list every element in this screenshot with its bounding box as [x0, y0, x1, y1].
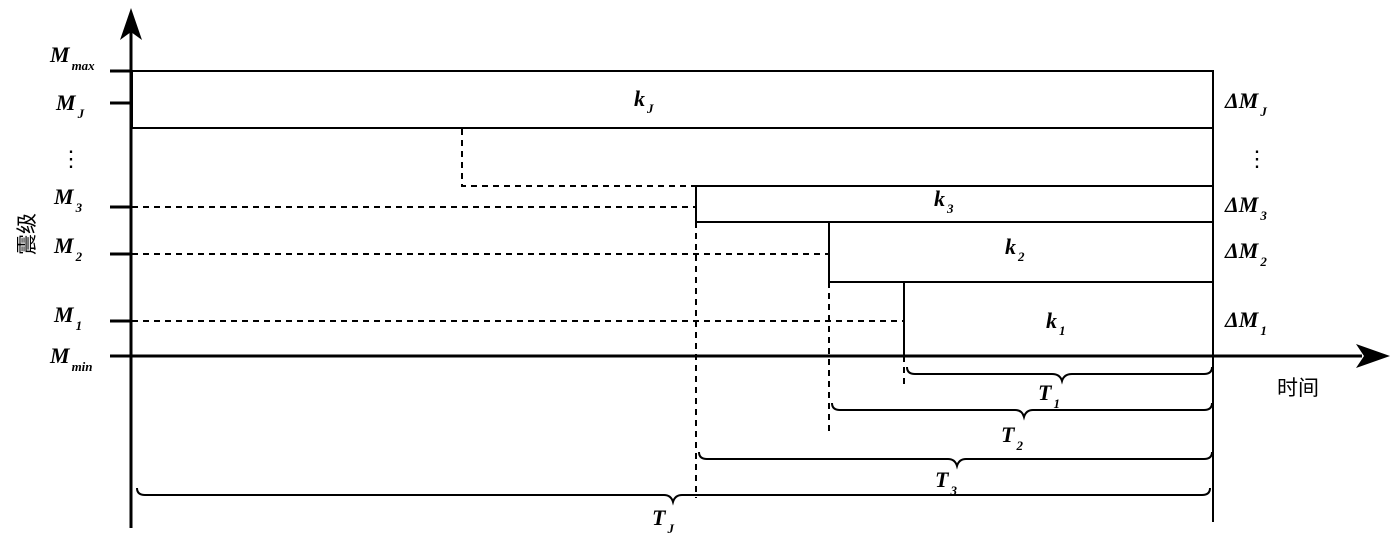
brace-tj [136, 487, 1211, 506]
brace-t2 [831, 402, 1213, 421]
brace-t3 [698, 451, 1213, 470]
dashed-guides [132, 129, 905, 498]
box-k3 [695, 185, 1214, 223]
y-label-ellipsis: ⋮ [60, 146, 82, 171]
box-kj [131, 70, 1214, 129]
period-braces [136, 366, 1213, 506]
y-axis-title: 震级 [15, 213, 39, 255]
box-k1 [903, 281, 1214, 357]
x-axis-title: 时间 [1277, 376, 1319, 400]
right-label-ellipsis: ⋮ [1246, 146, 1268, 171]
y-tick-marks [110, 69, 131, 323]
brace-t1 [906, 366, 1213, 385]
